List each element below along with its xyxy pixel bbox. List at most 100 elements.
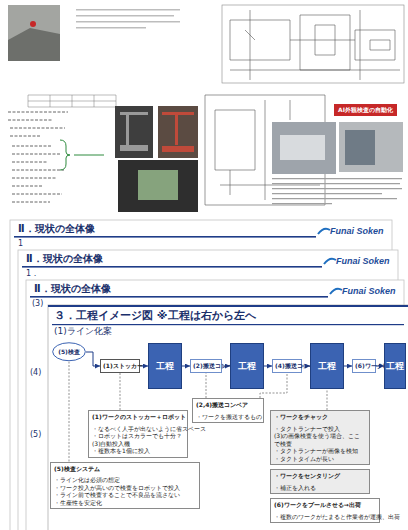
site-photo: [8, 5, 60, 61]
node-text: ・ワーク投入が高いので検査をロボットで投入: [54, 484, 196, 492]
photo-marker: [30, 21, 36, 27]
conveyor-box: (2)搬送コンベア: [190, 359, 222, 373]
flow-arrow: [344, 366, 352, 367]
circle-shape: [53, 343, 86, 361]
note-box: (1)ワークのストッカー＋ロボット・なるべく人手が出ないように省スペース・ロボッ…: [88, 410, 188, 458]
node-text: ・タクトランナーが画像を検知: [274, 447, 366, 455]
node-text: 工程: [386, 361, 404, 372]
process-box: 工程: [310, 343, 344, 389]
site-photo-ground: [8, 28, 60, 61]
flow-arrow: [86, 352, 100, 366]
note-box: (6)ワークをプールさせる→出荷・複数のワークがたまると作業者が運搬、出荷: [270, 498, 380, 523]
inspection-detail: [280, 135, 325, 160]
node-text: (6)ワーク移動: [355, 362, 373, 370]
inspection-photo: [272, 122, 336, 174]
leader-line: [327, 389, 328, 410]
node-text: (4)搬送コンベア: [275, 362, 299, 370]
node-text: (3)の画像検査を使う場合、ここで検査: [274, 432, 366, 447]
header-rule: [52, 324, 404, 325]
node-text: (1)ワークのストッカー＋ロボット: [92, 413, 184, 421]
process-box: 工程: [384, 343, 406, 389]
text-lines: [272, 178, 402, 204]
flow-arrow: [264, 366, 272, 367]
logo-mark: [318, 229, 330, 234]
node-text: (5)検査: [55, 348, 83, 356]
slide-panel: ３．工程イメージ図 ※工程は右から左へ (1)ライン化案 (5)検査 (1)ストッカー…: [48, 305, 408, 530]
stocker-box: (1)ストッカー: [100, 359, 140, 373]
text-lines: [76, 9, 180, 29]
logo-mark: [324, 259, 336, 264]
node-text: ・ワークを搬送するもの: [196, 413, 260, 421]
note-box: ・ワークをチャック・タクトランナーで投入(3)の画像検査を使う場合、ここで検査・…: [270, 410, 370, 465]
process-box: 工程: [230, 343, 264, 389]
node-text: 工程: [156, 361, 174, 372]
inspection-detail: [345, 130, 375, 165]
node-text: AI外観検査の自動化: [338, 106, 393, 114]
system-circle: (5)検査: [52, 342, 86, 362]
note-box: (2,4)搬送コンベア・ワークを搬送するもの: [192, 398, 264, 423]
node-text: (6)ワークをプールさせる→出荷: [274, 501, 376, 509]
process-box: 工程: [148, 343, 182, 389]
brand-logo: Funai Soken: [330, 226, 384, 237]
node-text: 工程: [238, 361, 256, 372]
brand-logo: Funai Soken: [336, 256, 390, 267]
conveyor-box: (4)搬送コンベア: [272, 359, 302, 373]
logo-mark: [330, 289, 342, 294]
leader-line: [260, 373, 287, 398]
leader-line: [206, 373, 207, 398]
node-text: (5)検査システム: [54, 465, 196, 473]
node-text: ・ロボットはスカラーでも十分？: [92, 432, 184, 440]
inspection-photo: [339, 122, 403, 172]
node-text: ３．工程イメージ図 ※工程は右から左へ: [54, 309, 408, 322]
transfer-box: (6)ワーク移動: [352, 359, 376, 373]
flow-arrow: [140, 366, 148, 367]
note-box: ・ワークをセンタリング・補正を入れる: [270, 469, 370, 494]
section-number: 1．: [26, 269, 39, 279]
drawing-frame: [222, 5, 404, 83]
slide-sheet: [48, 305, 408, 530]
node-text: ・生産性を安定化: [54, 499, 196, 507]
title-banner: AI外観検査の自動化: [334, 104, 397, 116]
handwritten-notes: [8, 112, 68, 202]
slide-top-bar: [48, 305, 408, 307]
node-text: ・ライン前で検査することで不良品を流さない: [54, 491, 196, 499]
machine-drawing: [230, 10, 400, 80]
printer-frame: [162, 112, 194, 152]
node-text: ・ライン化は必須の想定: [54, 476, 196, 484]
header-rule: [22, 266, 322, 268]
node-text: 工程: [318, 361, 336, 372]
node-text: (2,4)搬送コンベア: [196, 401, 260, 409]
node-text: ・なるべく人手が出ないように省スペース: [92, 425, 184, 433]
node-text: ・ワークをチャック: [274, 413, 366, 421]
flow-arrow: [376, 366, 384, 367]
node-text: (2)搬送コンベア: [193, 362, 219, 370]
note-bracket: [60, 140, 70, 170]
flow-arrow: [222, 366, 230, 367]
node-text: ・補正を入れる: [274, 484, 366, 492]
notes-table: [28, 95, 116, 107]
node-text: ・ワークをセンタリング: [274, 472, 366, 480]
node-text: ・複数本を1個に投入: [92, 447, 184, 455]
camera-photo: [118, 160, 198, 212]
leader-line: [69, 362, 70, 462]
header-rule: [30, 296, 328, 298]
leader-line: [120, 373, 121, 410]
node-text: (1)ライン化案: [54, 326, 408, 337]
node-text: ・複数のワークがたまると作業者が運搬、出荷: [274, 513, 376, 521]
section-number: (4): [30, 368, 41, 378]
flow-arrow: [182, 366, 190, 367]
printer-photo: [158, 106, 198, 158]
note-box: (5)検査システム・ライン化は必須の想定・ワーク投入が高いので検査をロボットで投…: [50, 462, 200, 510]
brand-logo: Funai Soken: [342, 286, 396, 297]
header-rule: [14, 236, 316, 238]
flow-arrow: [302, 366, 310, 367]
node-text: ・タクトランナーで投入: [274, 425, 366, 433]
node-text: ・タクトタイムが長い: [274, 455, 366, 463]
node-text: (3)自動投入機: [92, 440, 184, 448]
section-number: (5): [30, 430, 41, 440]
note-scribble: [74, 155, 104, 156]
section-number: 1: [18, 239, 23, 249]
camera-screen: [138, 170, 178, 200]
